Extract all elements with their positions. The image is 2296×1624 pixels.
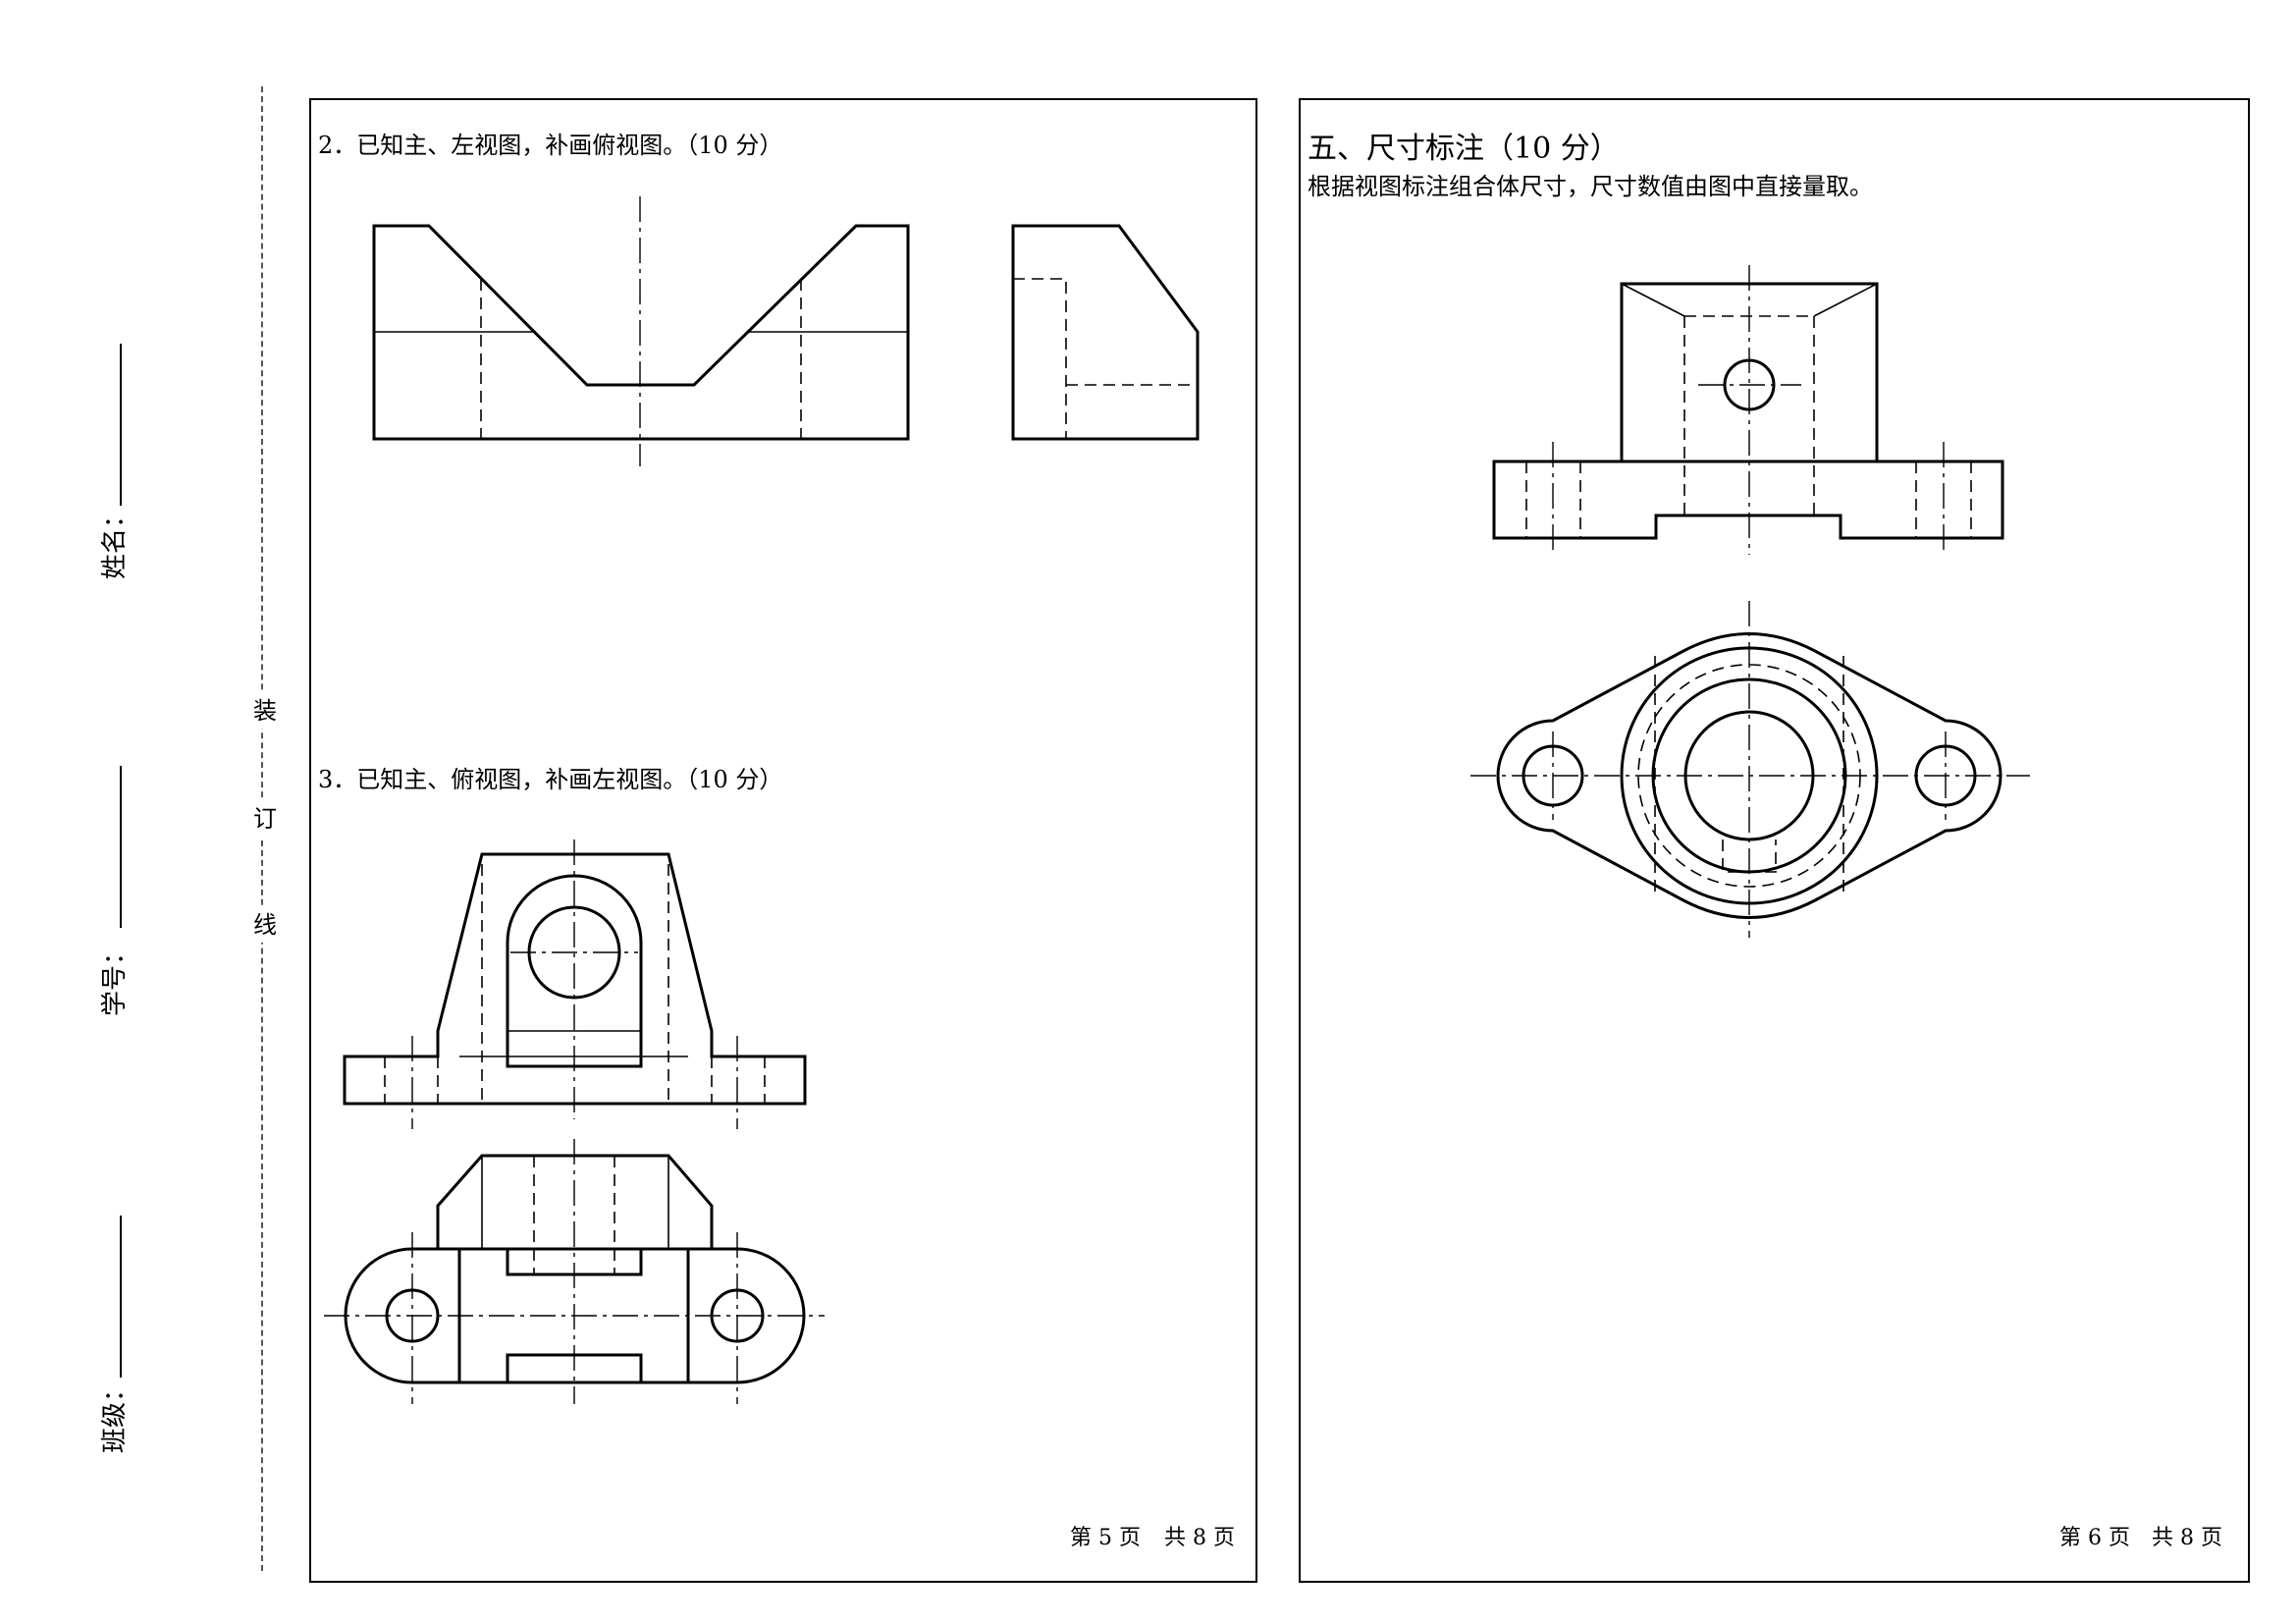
section-title: 五、尺寸标注（10 分） bbox=[1308, 132, 1620, 166]
q2-front-view bbox=[372, 196, 910, 466]
name-fill-line[interactable] bbox=[120, 344, 122, 506]
binding-char-zhuang: 装 bbox=[253, 693, 277, 729]
q3-top-view bbox=[324, 1139, 825, 1404]
left-page-panel bbox=[309, 98, 1257, 1583]
q2-left-view bbox=[1011, 224, 1200, 441]
right-page-panel bbox=[1299, 98, 2250, 1583]
right-total-pages: 共 8 页 bbox=[2152, 1526, 2222, 1550]
left-total-pages: 共 8 页 bbox=[1164, 1526, 1235, 1550]
binding-char-ding: 订 bbox=[253, 801, 277, 837]
student-id-fill-line[interactable] bbox=[120, 766, 122, 928]
class-fill-line[interactable] bbox=[120, 1216, 122, 1378]
q3-title: 3．已知主、俯视图，补画左视图。（10 分） bbox=[318, 766, 783, 793]
left-page-number: 第 5 页 bbox=[1070, 1526, 1141, 1550]
section-instruction: 根据视图标注组合体尺寸，尺寸数值由图中直接量取。 bbox=[1308, 173, 1873, 200]
q3-front-view bbox=[343, 839, 807, 1129]
right-page-number: 第 6 页 bbox=[2059, 1526, 2130, 1550]
q2-title: 2．已知主、左视图，补画俯视图。（10 分） bbox=[318, 132, 783, 159]
dimensioning-top-view bbox=[1470, 601, 2030, 938]
binding-char-xian: 线 bbox=[253, 907, 277, 943]
dimensioning-front-view bbox=[1492, 265, 2004, 555]
